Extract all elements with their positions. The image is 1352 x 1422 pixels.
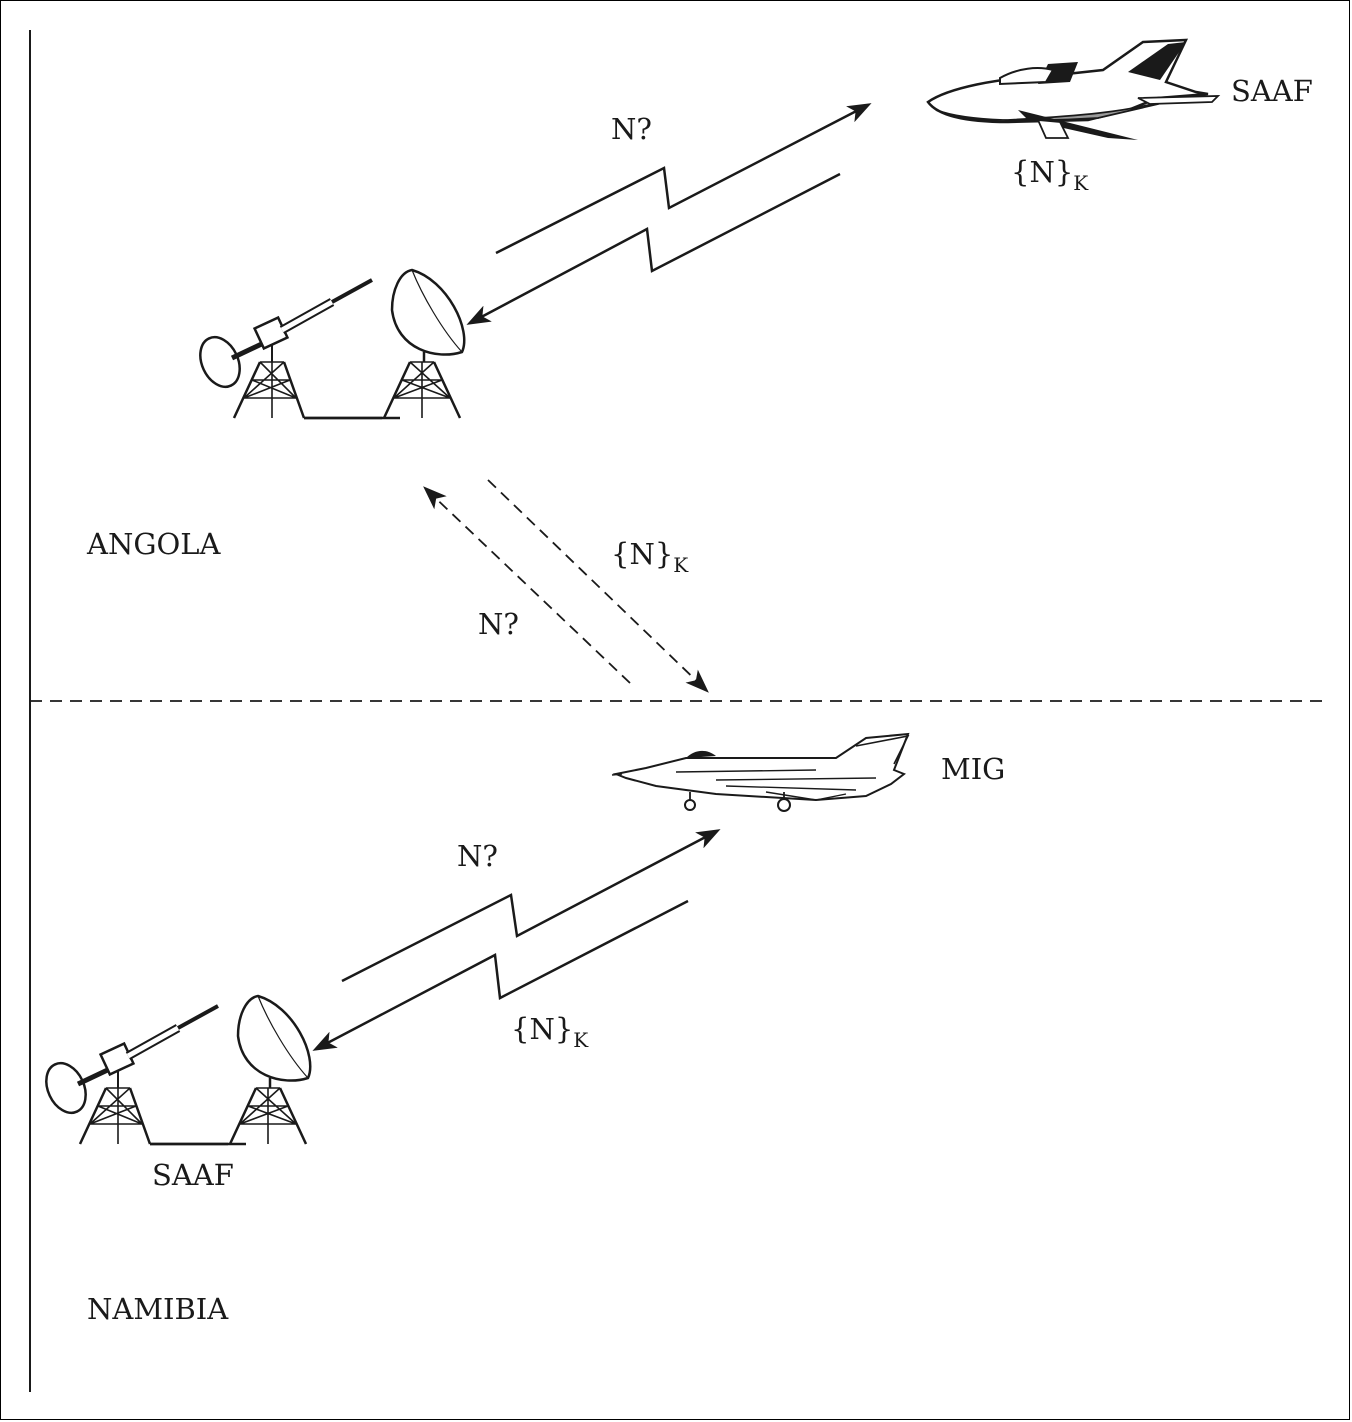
saaf-radar-station <box>39 996 311 1144</box>
mig-jet-icon <box>611 732 910 812</box>
challenge-arrow-lower <box>341 829 721 983</box>
response-base: {N} <box>1011 155 1074 189</box>
response-base: {N} <box>611 537 674 571</box>
angola-radar-station <box>193 270 465 418</box>
mig-label: MIG <box>941 752 1006 786</box>
relay-challenge-label: N? <box>478 607 519 641</box>
challenge-label-upper: N? <box>611 112 652 146</box>
challenge-label-lower: N? <box>457 839 498 873</box>
response-label-upper: {N}K <box>1011 155 1089 195</box>
relay-challenge-arrow <box>423 486 631 684</box>
response-label-lower: {N}K <box>511 1012 589 1052</box>
response-key: K <box>573 1028 589 1052</box>
response-base: {N} <box>511 1012 574 1046</box>
namibia-label: NAMIBIA <box>87 1292 229 1326</box>
saaf-jet-icon <box>926 38 1221 140</box>
challenge-arrow-upper <box>495 103 872 255</box>
relay-response-label: {N}K <box>611 537 689 577</box>
saaf-station-label: SAAF <box>152 1158 234 1192</box>
response-arrow-upper <box>466 172 841 325</box>
response-key: K <box>1073 171 1089 195</box>
angola-label: ANGOLA <box>87 527 221 561</box>
relay-response-arrow <box>487 479 709 693</box>
response-arrow-lower <box>312 899 689 1051</box>
response-key: K <box>673 553 689 577</box>
saaf-jet-label: SAAF <box>1231 74 1313 108</box>
